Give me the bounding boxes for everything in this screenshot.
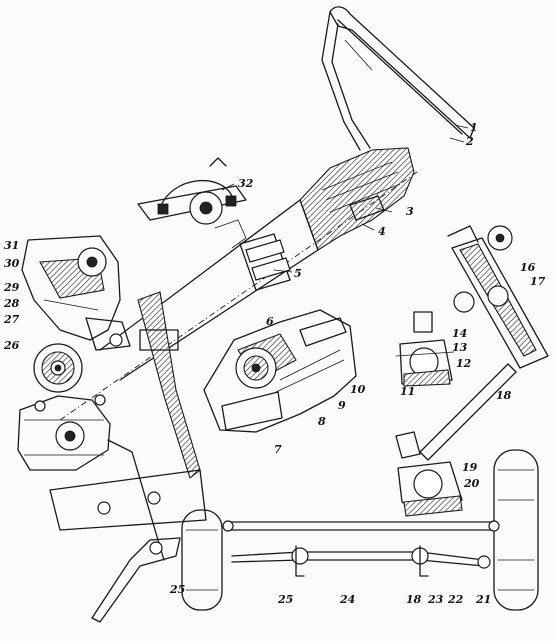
callout-27: 27 (4, 313, 20, 326)
callout-28: 28 (4, 297, 20, 310)
right-wheel (493, 449, 539, 611)
callout-12: 12 (456, 357, 472, 370)
callout-16: 16 (520, 261, 536, 274)
callout-21: 21 (476, 593, 492, 606)
callout-31: 31 (4, 239, 20, 252)
leader-lines (221, 124, 469, 273)
callout-13: 13 (452, 341, 468, 354)
callout-25-right: 25 (278, 593, 294, 606)
gear-section-view (203, 309, 357, 433)
steering-gear-box (17, 394, 111, 471)
callout-11: 11 (400, 385, 416, 398)
worm-roller (33, 343, 83, 393)
callout-24: 24 (340, 593, 356, 606)
callout-6: 6 (266, 315, 274, 328)
steering-wheel-rim (321, 6, 475, 151)
gear-cutaway-detail (21, 235, 131, 351)
callout-17: 17 (530, 275, 546, 288)
callout-26: 26 (4, 339, 20, 352)
callout-2: 2 (466, 135, 474, 148)
callout-3: 3 (406, 205, 414, 218)
callout-18-lower: 18 (406, 593, 422, 606)
ball-joint-detail (395, 311, 455, 387)
callout-8: 8 (318, 415, 326, 428)
callout-9: 9 (338, 399, 346, 412)
pitman-arm-assembly (447, 225, 549, 369)
steering-column-head (299, 147, 415, 251)
drag-link (419, 363, 517, 461)
callout-4: 4 (378, 225, 386, 238)
tie-rod-lower (231, 545, 491, 577)
callout-22: 22 (448, 593, 464, 606)
column-mounting-bracket (137, 291, 201, 479)
lower-ball-joint (395, 431, 463, 517)
callout-1: 1 (470, 121, 478, 134)
callout-19: 19 (462, 461, 478, 474)
callout-14: 14 (452, 327, 468, 340)
callout-30: 30 (4, 257, 20, 270)
callout-20: 20 (464, 477, 480, 490)
upper-steering-column (59, 169, 421, 421)
column-support-bracket (137, 157, 247, 225)
callout-18-upper: 18 (496, 389, 512, 402)
callout-7: 7 (274, 443, 282, 456)
track-rod (222, 520, 500, 532)
callout-32: 32 (238, 177, 254, 190)
callout-25-left: 25 (170, 583, 186, 596)
callout-10: 10 (350, 383, 366, 396)
steering-arm (49, 439, 207, 623)
callout-23: 23 (428, 593, 444, 606)
callout-5: 5 (294, 267, 302, 280)
callout-29: 29 (4, 281, 20, 294)
left-wheel (181, 509, 223, 611)
